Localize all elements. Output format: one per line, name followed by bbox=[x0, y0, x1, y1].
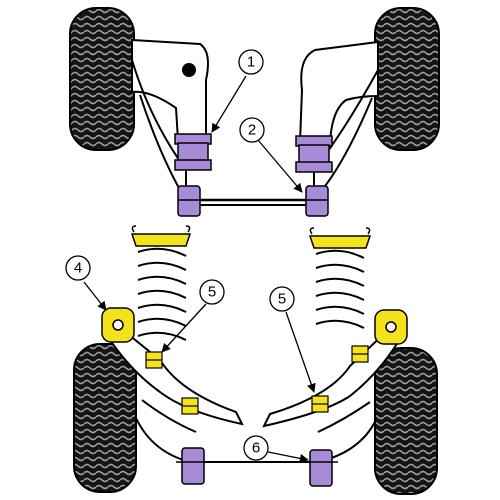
left-spring-assembly bbox=[130, 225, 192, 341]
callout-6: 6 bbox=[243, 435, 309, 463]
rear-right-link-bush-lower bbox=[311, 395, 329, 413]
front-anti-roll-link bbox=[139, 94, 373, 191]
callout-6-label: 6 bbox=[252, 440, 260, 457]
right-spring-assembly bbox=[308, 227, 372, 329]
callout-4: 4 bbox=[65, 255, 107, 311]
callout-5-right-label: 5 bbox=[278, 291, 286, 308]
callout-5-right: 5 bbox=[269, 286, 316, 393]
rear-left-link-bush-lower bbox=[181, 397, 199, 415]
rear-left-link-bush-upper bbox=[145, 351, 163, 369]
front-left-balljoint bbox=[182, 63, 196, 77]
front-right-wishbone-bush bbox=[295, 135, 333, 173]
rear-left-wheel bbox=[73, 343, 137, 493]
callout-2-label: 2 bbox=[248, 122, 256, 139]
rear-subframe bbox=[135, 399, 377, 463]
front-left-wheel bbox=[69, 7, 135, 151]
callout-1-label: 1 bbox=[247, 54, 255, 71]
left-spring-seat bbox=[130, 233, 192, 247]
front-right-anti-roll-bush bbox=[305, 185, 329, 217]
rear-right-subframe-bush bbox=[304, 449, 338, 487]
rear-left-trailing-arm bbox=[108, 324, 244, 426]
callout-5-left-label: 5 bbox=[208, 284, 216, 301]
rear-right-link-bush-upper bbox=[351, 345, 369, 363]
front-axle bbox=[69, 7, 440, 217]
right-coil-spring bbox=[315, 249, 365, 329]
left-coil-spring bbox=[137, 247, 187, 341]
front-left-wishbone-bush bbox=[174, 133, 212, 171]
right-spring-seat bbox=[308, 235, 372, 249]
rear-right-wheel bbox=[374, 347, 438, 495]
callout-4-label: 4 bbox=[74, 260, 82, 277]
rear-axle bbox=[73, 307, 438, 495]
callout-1: 1 bbox=[211, 49, 264, 133]
callout-5-left: 5 bbox=[161, 279, 225, 353]
callout-2: 2 bbox=[239, 117, 303, 193]
front-right-wheel bbox=[374, 7, 440, 151]
rear-left-subframe-bush bbox=[176, 447, 210, 485]
rear-left-yellow-bush bbox=[101, 307, 135, 343]
rear-right-yellow-bush bbox=[374, 309, 408, 345]
front-left-anti-roll-bush bbox=[177, 185, 201, 217]
